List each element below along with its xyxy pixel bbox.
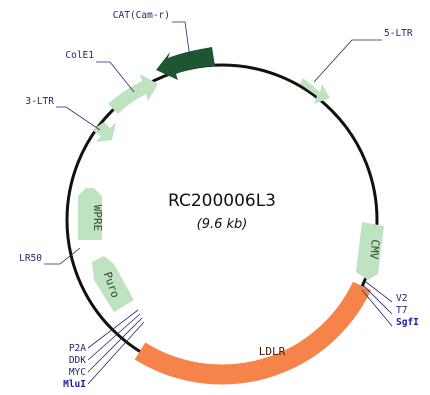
site-label-sgfi: SgfI	[396, 317, 419, 328]
site-label-myc: MYC	[69, 367, 86, 378]
lr50-label: LR50	[19, 253, 42, 264]
sgfi-leader	[361, 289, 393, 327]
site-label-p2a: P2A	[69, 343, 86, 354]
v2-leader	[365, 281, 393, 303]
site-label-v2: V2	[396, 293, 407, 304]
lr50-leader	[44, 247, 81, 265]
wpre-label: WPRE	[91, 205, 104, 232]
three-ltr-leader	[56, 106, 101, 131]
three-ltr-feature[interactable]	[92, 122, 116, 142]
cat-label: CAT(Cam-r)	[113, 10, 170, 21]
site-label-ddk: DDK	[69, 355, 86, 366]
plasmid-name: RC200006L3	[168, 191, 276, 211]
cole1-label: ColE1	[65, 50, 94, 61]
three-ltr-label: 3-LTR	[25, 96, 54, 107]
cole1-feature[interactable]	[108, 74, 158, 114]
plasmid-size: (9.6 kb)	[197, 217, 248, 232]
five-ltr-leader	[313, 39, 382, 83]
five-ltr-feature[interactable]	[300, 78, 330, 104]
mlui-leader	[87, 321, 145, 385]
puro-feature[interactable]: Puro	[92, 256, 134, 312]
myc-leader	[87, 317, 143, 373]
ldlr-label: LDLR	[259, 345, 286, 358]
cmv-feature[interactable]: CMV	[356, 222, 384, 280]
cmv-label: CMV	[367, 239, 382, 260]
t7-leader	[363, 285, 393, 315]
p2a-leader	[87, 309, 139, 349]
cat-feature[interactable]	[156, 47, 215, 80]
ddk-leader	[87, 313, 141, 361]
wpre-feature[interactable]: WPRE	[78, 188, 104, 240]
cat-leader	[172, 21, 191, 59]
five-ltr-label: 5-LTR	[384, 28, 413, 39]
ldlr-feature[interactable]	[134, 281, 372, 385]
site-label-t7: T7	[396, 305, 407, 316]
site-label-mlui: MluI	[63, 379, 86, 390]
cole1-leader	[96, 61, 135, 93]
